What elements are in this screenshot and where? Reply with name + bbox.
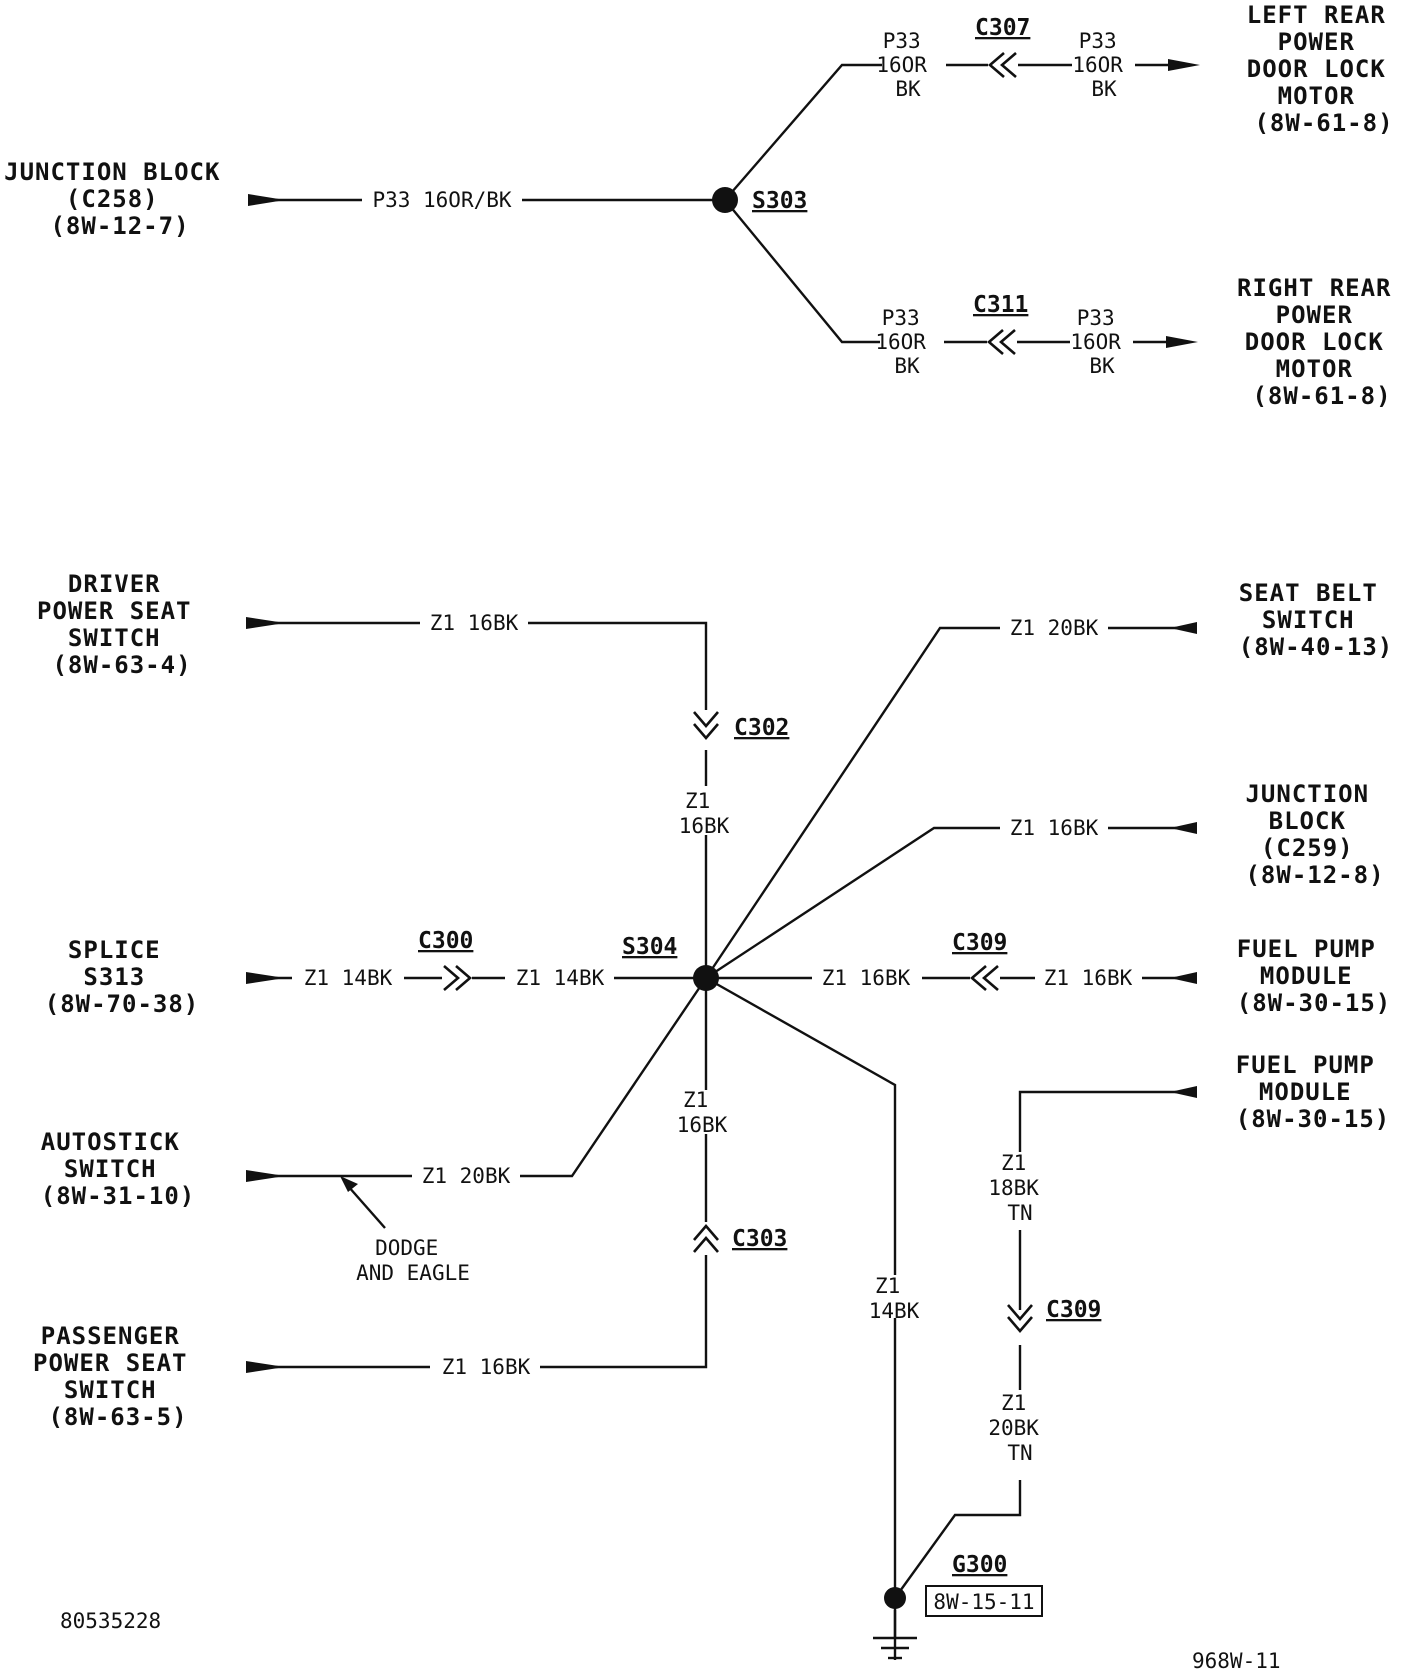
wire-z1-splice-s313: Z1 14BK [304, 966, 393, 990]
arrow-into-passenger-seat-switch [246, 1361, 285, 1373]
z1-ground-circuit [246, 617, 1197, 1660]
figure-id-left: 80535228 [60, 1609, 161, 1633]
connector-c311-symbol [987, 329, 1016, 355]
note-dodge-and-eagle: DODGE AND EAGLE [356, 1236, 470, 1285]
wire-z1-junction-block-c259: Z1 16BK [1010, 816, 1099, 840]
wire-p33-c311-left: P33 16OR BK [875, 306, 938, 378]
wire-p33-c311-right: P33 16OR BK [1070, 306, 1133, 378]
connector-c309-label: C309 [952, 930, 1007, 956]
wire-z1-passenger-seat: Z1 16BK [442, 1355, 531, 1379]
arrow-from-junction-block-c259 [1170, 822, 1197, 834]
arrow-from-seat-belt-switch [1170, 622, 1197, 634]
connector-c302-label: C302 [734, 715, 789, 741]
wire-z1-c302-down: Z1 16BK [679, 789, 730, 838]
component-right-rear-door-lock-motor: RIGHT REAR POWER DOOR LOCK MOTOR (8W-61-… [1237, 274, 1407, 410]
connector-c309-vertical-symbol [1007, 1304, 1033, 1333]
component-splice-s313: SPLICE S313 (8W-70-38) [45, 936, 200, 1018]
component-fuel-pump-module-2: FUEL PUMP MODULE (8W-30-15) [1236, 1051, 1391, 1133]
connector-c300-label: C300 [418, 928, 473, 954]
wire-z1-seat-belt: Z1 20BK [1010, 616, 1099, 640]
component-driver-power-seat-switch: DRIVER POWER SEAT SWITCH (8W-63-4) [37, 570, 207, 679]
component-junction-block-c258: JUNCTION BLOCK (C258) (8W-12-7) [4, 158, 236, 240]
wire-z1-c303-up: Z1 16BK [677, 1088, 728, 1137]
wire-z1-c309-left: Z1 16BK [822, 966, 911, 990]
wire-z1-fuel-pump-upper: Z1 18BK TN [988, 1151, 1051, 1225]
component-junction-block-c259: JUNCTION BLOCK (C259) (8W-12-8) [1245, 780, 1384, 889]
connector-c311-label: C311 [973, 292, 1028, 318]
ground-g300-node [884, 1587, 906, 1609]
ground-ref-box [925, 1585, 1043, 1617]
splice-s304-label: S304 [622, 934, 677, 960]
splice-s303-label: S303 [752, 188, 807, 214]
ground-ref-label: 8W-15-11 [933, 1590, 1034, 1614]
arrow-from-fuel-pump-module [1170, 972, 1197, 984]
wire-z1-fuel-pump-lower: Z1 20BK TN [988, 1391, 1051, 1465]
component-seat-belt-switch: SEAT BELT SWITCH (8W-40-13) [1239, 579, 1394, 661]
arrow-to-left-rear-motor [1168, 59, 1200, 71]
p33-circuit [248, 59, 1200, 348]
note-pointer-arrow [340, 1176, 358, 1192]
arrow-from-fuel-pump-module-2 [1170, 1086, 1197, 1098]
splice-s304-node [693, 965, 719, 991]
wire-z1-c300-right: Z1 14BK [516, 966, 605, 990]
connector-c309-vertical-label: C309 [1046, 1297, 1101, 1323]
arrow-to-right-rear-motor [1166, 336, 1198, 348]
connector-c309-horizontal-symbol [970, 965, 999, 991]
component-passenger-power-seat-switch: PASSENGER POWER SEAT SWITCH (8W-63-5) [33, 1322, 203, 1431]
connector-c303-symbol [693, 1224, 719, 1253]
ground-g300-label: G300 [952, 1552, 1007, 1578]
component-left-rear-door-lock-motor: LEFT REAR POWER DOOR LOCK MOTOR (8W-61-8… [1247, 1, 1402, 137]
wire-z1-to-g300: Z1 14BK [869, 1274, 920, 1323]
splice-s303-node [712, 187, 738, 213]
wire-z1-driver-seat: Z1 16BK [430, 611, 519, 635]
figure-id-right: 968W-11 [1192, 1649, 1281, 1673]
wire-p33-main: P33 16OR/BK [372, 188, 511, 212]
connector-c307-symbol [988, 52, 1017, 78]
component-autostick-switch: AUTOSTICK SWITCH (8W-31-10) [41, 1128, 196, 1210]
wire-z1-c309-right: Z1 16BK [1044, 966, 1133, 990]
component-fuel-pump-module: FUEL PUMP MODULE (8W-30-15) [1237, 935, 1392, 1017]
connector-c302-symbol [693, 711, 719, 740]
connector-c303-label: C303 [732, 1226, 787, 1252]
wire-p33-c307-right: P33 16OR BK [1072, 29, 1135, 101]
connector-c300-symbol [443, 965, 472, 991]
connector-c307-label: C307 [975, 15, 1030, 41]
wire-z1-autostick: Z1 20BK [422, 1164, 511, 1188]
wire-p33-c307-left: P33 16OR BK [876, 29, 939, 101]
